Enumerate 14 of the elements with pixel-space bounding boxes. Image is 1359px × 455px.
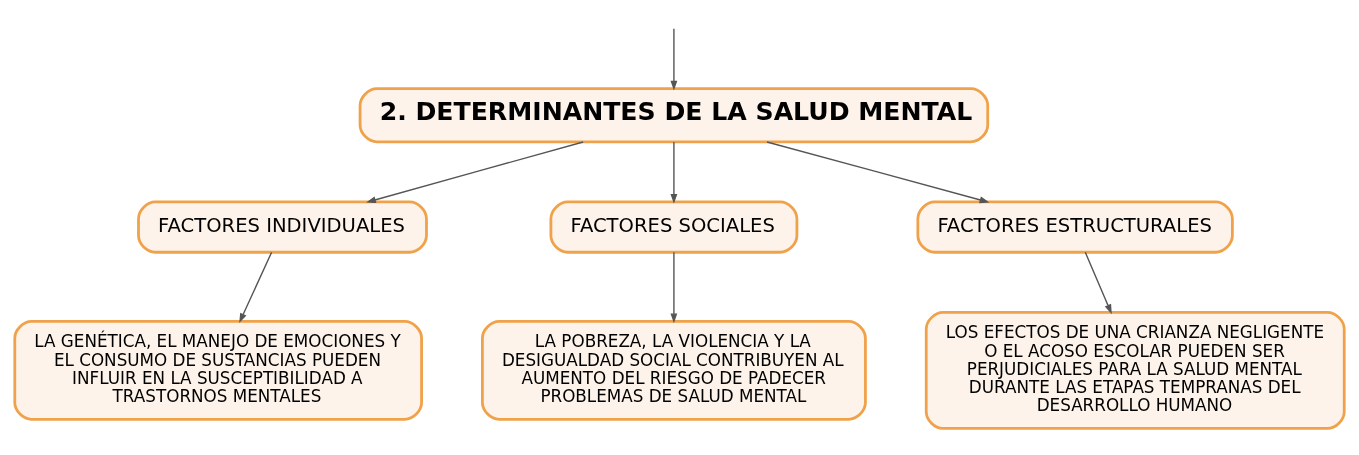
arrow	[1084, 251, 1112, 314]
arrow	[366, 140, 584, 203]
arrow	[766, 140, 990, 203]
arrow	[670, 251, 678, 323]
node-box: FACTORES INDIVIDUALES	[137, 200, 428, 254]
node-box: 2. DETERMINANTES DE LA SALUD MENTAL	[358, 86, 990, 143]
node-box: FACTORES SOCIALES	[549, 200, 799, 254]
arrow	[670, 140, 678, 204]
node-box: LA GENÉTICA, EL MANEJO DE EMOCIONES Y EL CONSUMO DE SUSTANCIAS PUEDEN INFLUIR EN LA SUSCEPTIBILIDAD A TRASTORNOS MENTALES	[13, 319, 423, 421]
node-box: LA POBREZA, LA VIOLENCIA Y LA DESIGUALDAD SOCIAL CONTRIBUYEN AL AUMENTO DEL RIESGO DE PADECER PROBLEMAS DE SALUD MENTAL	[481, 319, 867, 421]
node-box: LOS EFECTOS DE UNA CRIANZA NEGLIGENTE O EL ACOSO ESCOLAR PUEDEN SER PERJUDICIALES PARA LA SALUD MENTAL DURANTE LAS ETAPAS TEMPRANAS DEL DESARROLLO HUMANO	[924, 310, 1346, 430]
arrow	[239, 251, 273, 323]
arrow	[670, 27, 678, 91]
node-box: FACTORES ESTRUCTURALES	[916, 200, 1234, 254]
